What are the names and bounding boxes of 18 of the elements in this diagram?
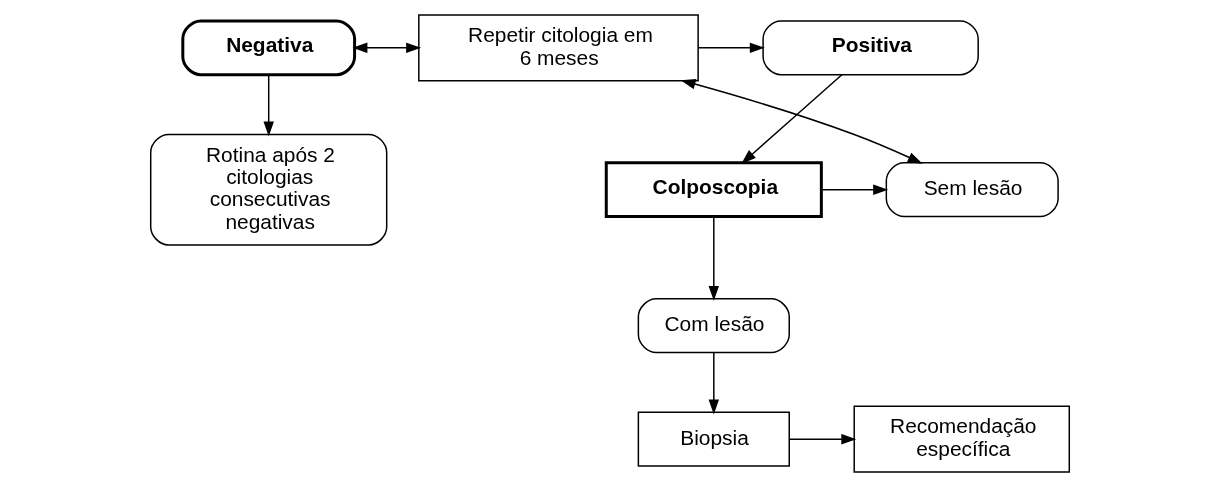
arrow — [788, 433, 856, 444]
node-box: Recomendação específica — [852, 405, 1070, 473]
arrow — [820, 184, 888, 195]
node-box: Colposcopia — [604, 160, 823, 218]
node-box: Com lesão — [637, 297, 790, 353]
node-box: Repetir citologia em 6 meses — [417, 13, 699, 81]
arrow — [740, 73, 843, 164]
arrow — [708, 215, 719, 301]
arrow — [680, 78, 923, 164]
node-box: Positiva — [761, 19, 979, 75]
arrow — [697, 42, 765, 53]
arrow — [708, 351, 719, 414]
arrow — [262, 73, 274, 136]
node-box: Rotina após 2 citologias consecutivas negativas — [149, 133, 387, 246]
node-box: Sem lesão — [885, 161, 1059, 217]
node-box: Biopsia — [637, 411, 790, 467]
node-box: Negativa — [180, 18, 356, 76]
arrow — [351, 42, 421, 53]
